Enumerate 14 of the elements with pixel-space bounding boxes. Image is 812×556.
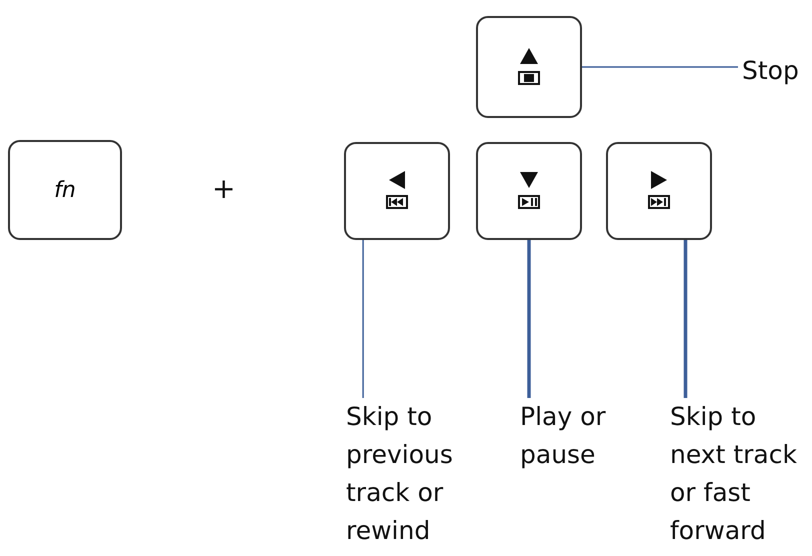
plus-sign: + [212, 171, 236, 207]
callout-text: Skip to next track or fast forward [670, 398, 812, 554]
keyboard-key [476, 142, 582, 240]
fn-key: fn [8, 140, 122, 240]
callout-text: Stop [742, 52, 812, 90]
keyboard-key [344, 142, 450, 240]
callout-text: Play or pause [520, 398, 640, 478]
keyboard-key [606, 142, 712, 240]
leader-line [362, 240, 364, 398]
leader-line [527, 240, 531, 398]
callout-text: Skip to previous track or rewind [346, 398, 466, 554]
leader-line [582, 66, 738, 68]
keyboard-key [476, 16, 582, 118]
leader-line [684, 240, 688, 398]
